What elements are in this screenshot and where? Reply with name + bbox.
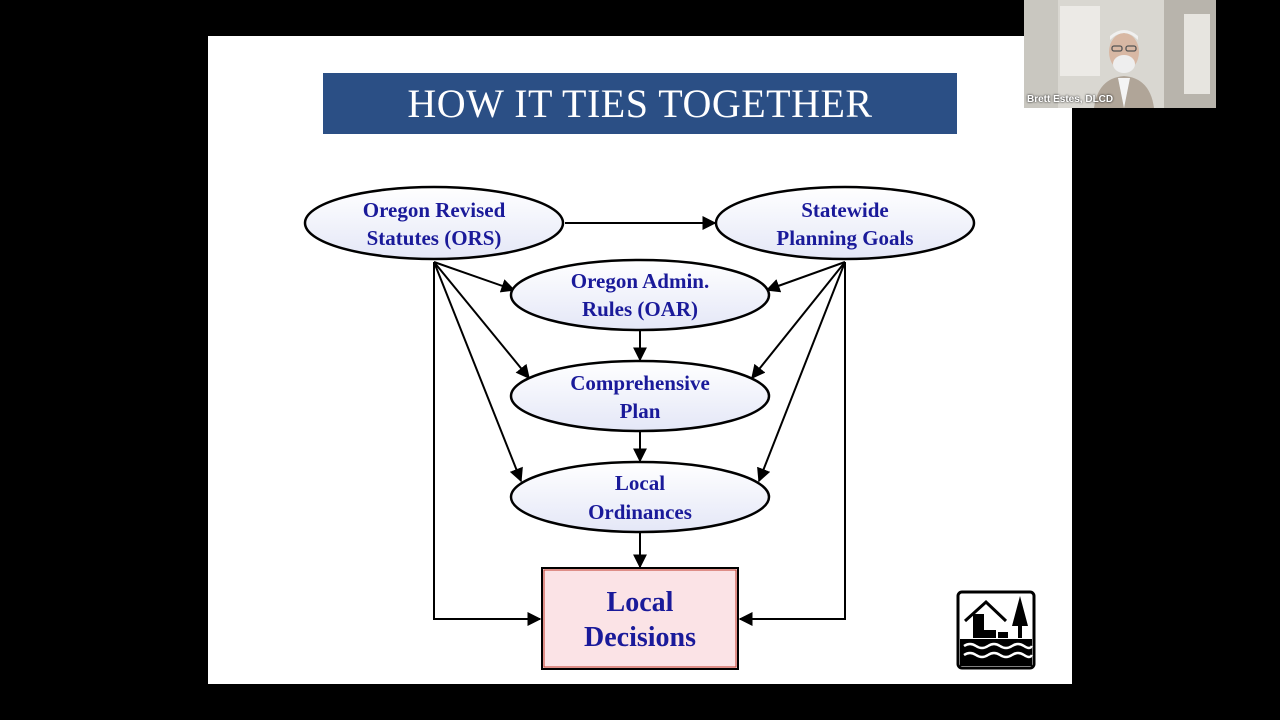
node-decisions-line2: Decisions <box>584 622 696 653</box>
node-oar: Oregon Admin. Rules (OAR) <box>511 260 769 330</box>
presentation-slide: HOW IT TIES TOGETHER <box>208 36 1072 684</box>
participant-video-thumbnail[interactable]: Brett Estes, DLCD <box>1024 0 1216 108</box>
node-local-decisions: Local Decisions <box>542 568 738 669</box>
node-decisions-line1: Local <box>607 587 674 618</box>
node-goals: Statewide Planning Goals <box>716 187 974 259</box>
node-goals-line1: Statewide <box>801 198 889 222</box>
arrow-ors-to-decisions <box>434 262 540 619</box>
node-plan-line1: Comprehensive <box>570 371 710 395</box>
node-ors: Oregon Revised Statutes (ORS) <box>305 187 563 259</box>
flow-diagram: Oregon Revised Statutes (ORS) Statewide … <box>208 36 1072 684</box>
node-ordinances-line1: Local <box>615 471 665 495</box>
node-oar-line1: Oregon Admin. <box>571 269 709 293</box>
node-ordinances-line2: Ordinances <box>588 500 692 524</box>
node-oar-line2: Rules (OAR) <box>582 297 698 321</box>
node-ors-line2: Statutes (ORS) <box>367 226 502 250</box>
arrow-goals-to-decisions <box>740 262 845 619</box>
node-goals-line2: Planning Goals <box>776 226 913 250</box>
node-local-ordinances: Local Ordinances <box>511 462 769 532</box>
participant-name-label: Brett Estes, DLCD <box>1027 94 1113 105</box>
arrow-goals-to-ordinances <box>759 262 845 481</box>
house-tree-water-logo-icon <box>958 592 1034 668</box>
node-plan-line2: Plan <box>620 399 661 423</box>
arrow-ors-to-ordinances <box>434 262 521 481</box>
node-ors-line1: Oregon Revised <box>363 198 506 222</box>
participant-video-frame <box>1024 0 1216 108</box>
node-comprehensive-plan: Comprehensive Plan <box>511 361 769 431</box>
